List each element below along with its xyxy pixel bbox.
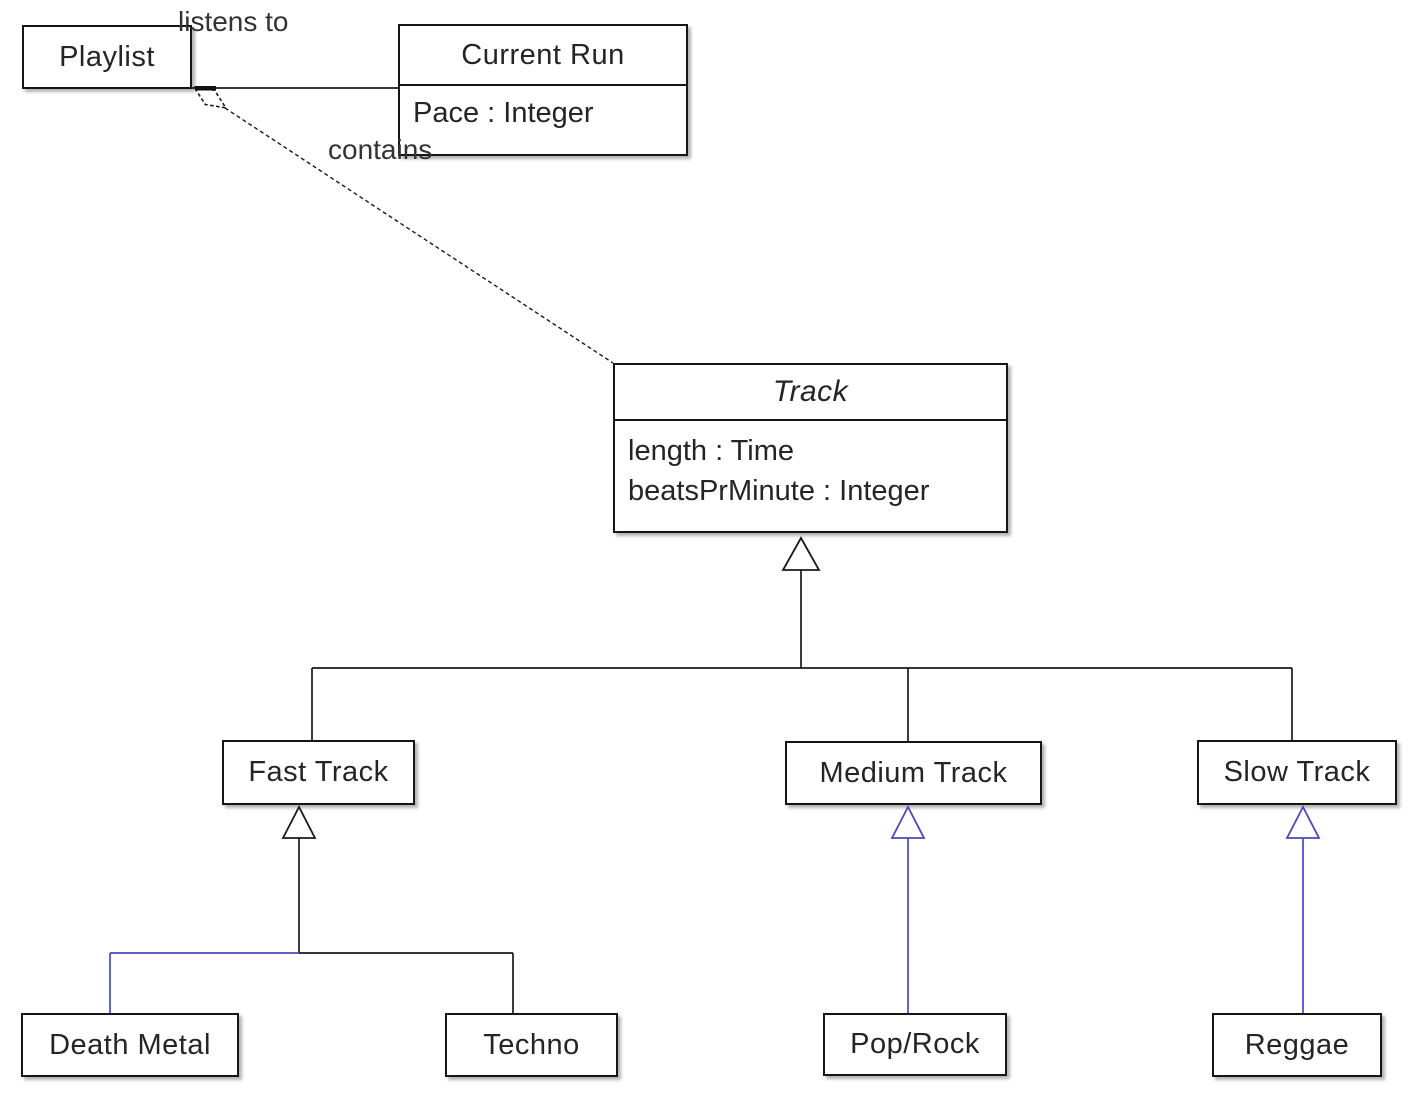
attribute-beats-pr-minute: beatsPrMinute : Integer xyxy=(628,475,930,507)
generalization-fast-track-edge[interactable] xyxy=(109,805,514,1013)
attribute-compartment: length : Time beatsPrMinute : Integer xyxy=(615,419,1006,511)
class-name-reggae: Reggae xyxy=(1244,1028,1350,1061)
class-track[interactable]: Track length : Time beatsPrMinute : Inte… xyxy=(613,363,1008,533)
label-listens-to: listens to xyxy=(178,6,289,37)
generalization-medium-track-edge[interactable] xyxy=(890,805,926,1013)
edge-handle xyxy=(195,86,216,91)
generalization-arrow-fast-track xyxy=(281,805,317,839)
aggregation-contains-edge[interactable] xyxy=(192,85,614,364)
class-name-slow-track: Slow Track xyxy=(1223,756,1371,788)
class-techno[interactable]: Techno xyxy=(445,1013,618,1077)
class-pop-rock[interactable]: Pop/Rock xyxy=(823,1013,1007,1076)
class-slow-track[interactable]: Slow Track xyxy=(1197,740,1397,805)
generalization-track-edge[interactable] xyxy=(311,536,1293,741)
attribute-length: length : Time xyxy=(628,435,795,467)
class-name-current-run: Current Run xyxy=(461,38,625,71)
class-name-death-metal: Death Metal xyxy=(49,1028,211,1061)
class-name-pop-rock: Pop/Rock xyxy=(850,1028,980,1060)
generalization-arrow-track xyxy=(781,536,821,571)
class-name-medium-track: Medium Track xyxy=(819,756,1008,789)
attribute-compartment: Pace : Integer xyxy=(400,84,686,133)
class-medium-track[interactable]: Medium Track xyxy=(785,741,1042,805)
attribute-pace: Pace : Integer xyxy=(413,97,594,129)
class-name-playlist: Playlist xyxy=(59,40,155,73)
class-playlist[interactable]: Playlist xyxy=(22,25,192,89)
class-fast-track[interactable]: Fast Track xyxy=(222,740,415,805)
class-reggae[interactable]: Reggae xyxy=(1212,1013,1382,1077)
class-name-track: Track xyxy=(772,375,849,408)
class-name-techno: Techno xyxy=(483,1028,580,1061)
generalization-arrow-medium-track xyxy=(890,805,926,839)
generalization-arrow-slow-track xyxy=(1285,805,1321,839)
class-death-metal[interactable]: Death Metal xyxy=(21,1013,239,1077)
label-contains: contains xyxy=(328,134,433,165)
class-current-run[interactable]: Current Run Pace : Integer xyxy=(398,24,688,156)
generalization-slow-track-edge[interactable] xyxy=(1285,805,1321,1013)
class-name-fast-track: Fast Track xyxy=(248,756,389,788)
